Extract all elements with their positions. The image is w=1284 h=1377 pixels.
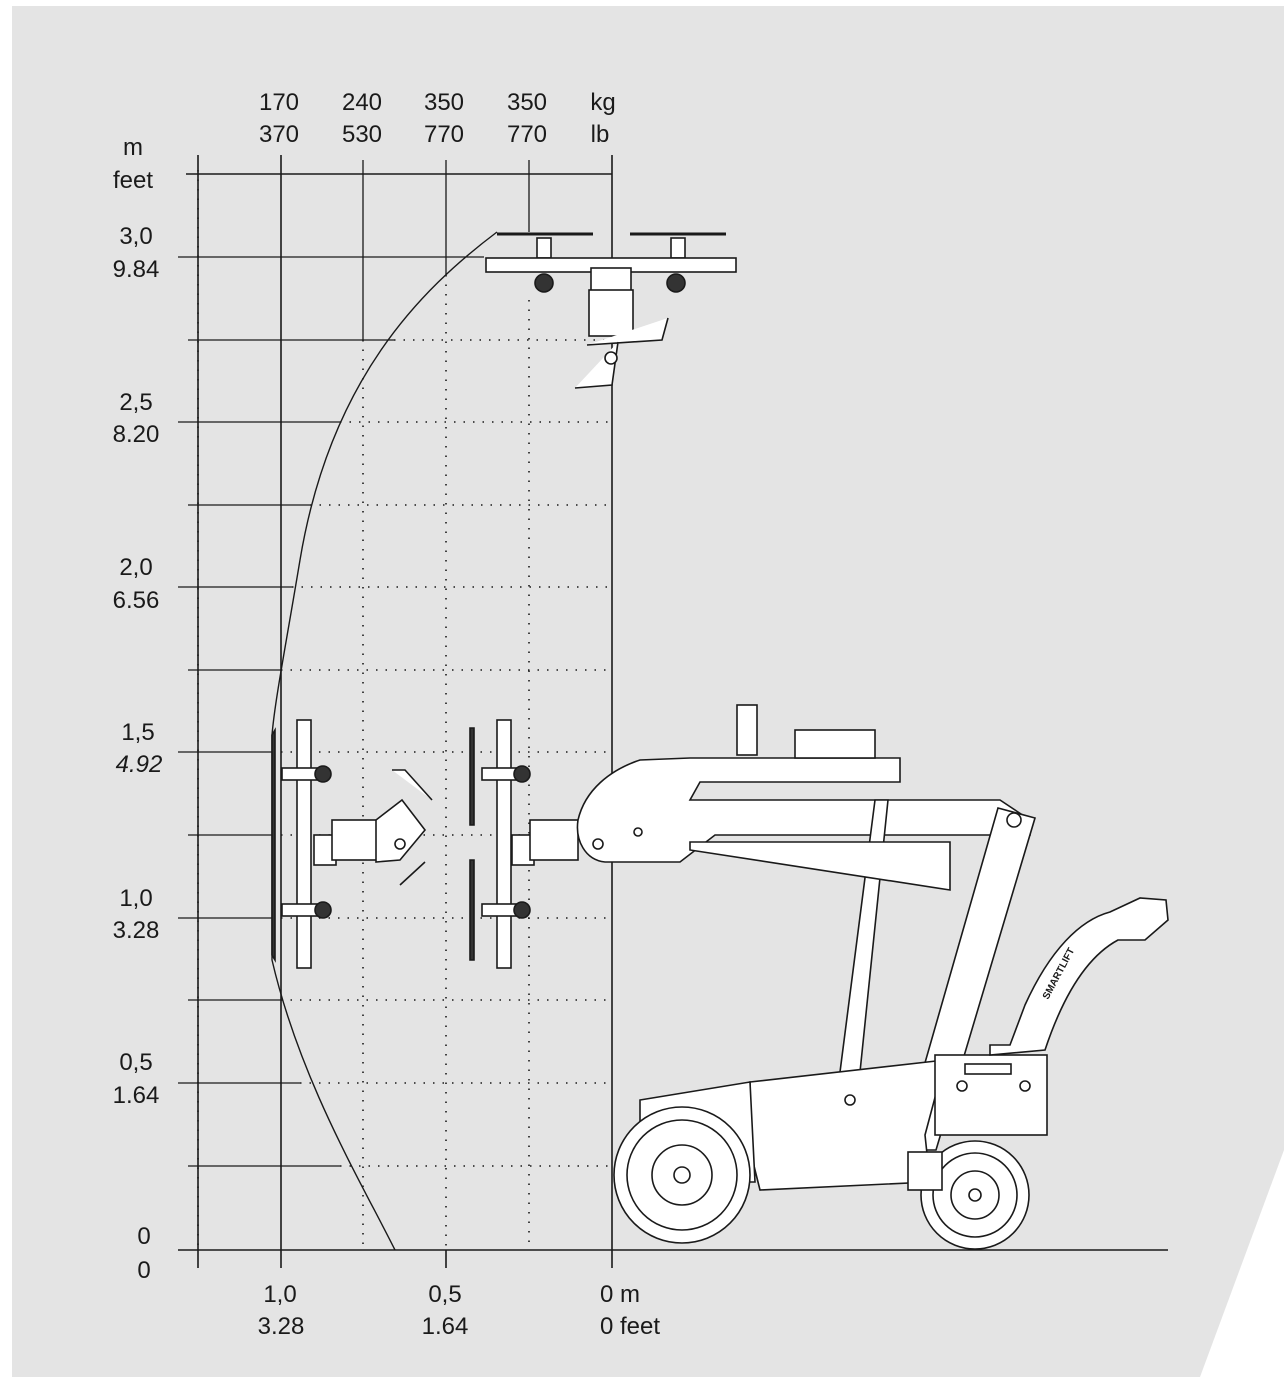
reach-tick-0-m: 0 m bbox=[600, 1281, 641, 1308]
load-col-2-lb: 530 bbox=[341, 121, 383, 148]
height-tick-0-m: 0 bbox=[137, 1223, 151, 1250]
height-tick-1-5-ft: 4.92 bbox=[115, 751, 163, 778]
load-col-1-kg: 170 bbox=[258, 89, 300, 116]
reach-envelope bbox=[271, 231, 498, 1251]
height-tick-1-5-m: 1,5 bbox=[121, 719, 155, 746]
load-col-3-kg: 350 bbox=[423, 89, 465, 116]
reach-tick-1-0-ft: 3.28 bbox=[257, 1313, 305, 1340]
height-tick-0-ft: 0 bbox=[137, 1257, 151, 1284]
reach-tick-0-5-ft: 1.64 bbox=[421, 1313, 469, 1340]
reach-tick-1-0-m: 1,0 bbox=[263, 1281, 297, 1308]
load-unit-metric: kg bbox=[590, 89, 616, 116]
load-col-1-lb: 370 bbox=[258, 121, 300, 148]
height-unit-imperial: feet bbox=[112, 167, 154, 194]
height-tick-1-0-m: 1,0 bbox=[119, 885, 153, 912]
reach-tick-0-5-m: 0,5 bbox=[428, 1281, 462, 1308]
load-col-3-lb: 770 bbox=[423, 121, 465, 148]
height-tick-3-0-m: 3,0 bbox=[119, 223, 153, 250]
height-tick-2-0-ft: 6.56 bbox=[112, 587, 160, 614]
load-col-4-lb: 770 bbox=[506, 121, 548, 148]
reach-tick-0-ft: 0 feet bbox=[600, 1313, 661, 1340]
height-tick-0-5-m: 0,5 bbox=[119, 1049, 153, 1076]
height-tick-2-5-ft: 8.20 bbox=[112, 421, 160, 448]
load-col-2-kg: 240 bbox=[341, 89, 383, 116]
height-unit-metric: m bbox=[123, 134, 143, 161]
left-suction-frame bbox=[271, 719, 433, 969]
column-lines bbox=[362, 160, 530, 340]
height-tick-0-5-ft: 1.64 bbox=[112, 1082, 160, 1109]
height-tick-1-0-ft: 3.28 bbox=[112, 917, 160, 944]
middle-suction-frame bbox=[469, 719, 579, 969]
height-tick-2-0-m: 2,0 bbox=[119, 554, 153, 581]
load-unit-imperial: lb bbox=[590, 121, 610, 148]
height-ticks bbox=[178, 256, 484, 1167]
height-tick-2-5-m: 2,5 bbox=[119, 389, 153, 416]
top-suction-frame bbox=[485, 232, 737, 389]
load-col-4-kg: 350 bbox=[506, 89, 548, 116]
machine bbox=[576, 704, 1169, 1250]
height-tick-3-0-ft: 9.84 bbox=[112, 256, 160, 283]
